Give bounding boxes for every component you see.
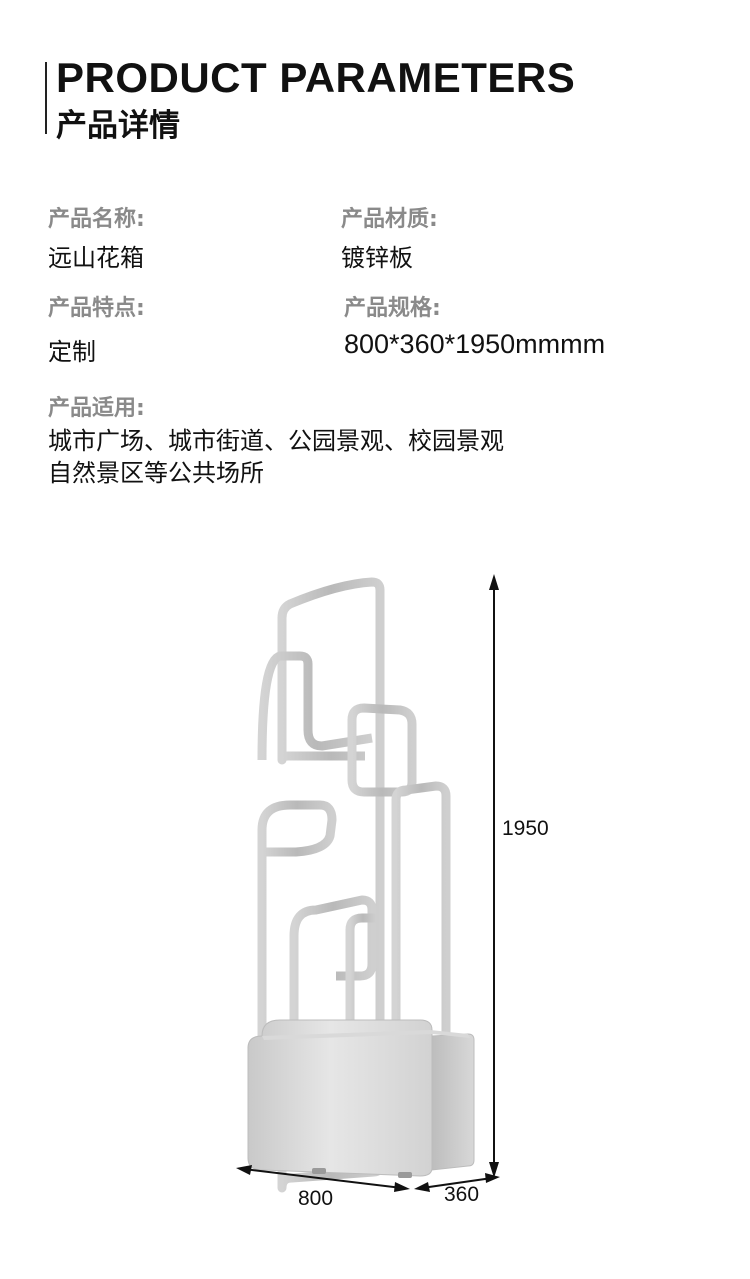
decorative-frame xyxy=(257,577,451,1193)
product-usage-value: 城市广场、城市街道、公园景观、校园景观 自然景区等公共场所 xyxy=(48,425,504,489)
product-spec-label: 产品规格: xyxy=(344,296,441,321)
height-dimension-arrow xyxy=(489,574,499,1178)
header-accent-bar xyxy=(45,62,47,134)
planter-box xyxy=(247,1019,475,1178)
width-dimension-label: 800 xyxy=(298,1187,333,1210)
height-dimension-label: 1950 xyxy=(502,817,549,840)
width-dimension-arrow xyxy=(236,1165,410,1192)
product-spec-value: 800*360*1950mmmm xyxy=(344,329,606,359)
page-title: PRODUCT PARAMETERS xyxy=(56,54,576,101)
depth-dimension-arrow xyxy=(414,1173,500,1192)
product-material-label: 产品材质: xyxy=(341,207,438,232)
page-subtitle: 产品详情 xyxy=(56,108,180,144)
product-feature-label: 产品特点: xyxy=(48,296,145,321)
product-name-label: 产品名称: xyxy=(48,207,145,232)
product-feature-value: 定制 xyxy=(48,338,96,366)
product-material-value: 镀锌板 xyxy=(341,244,413,272)
depth-dimension-label: 360 xyxy=(444,1183,479,1206)
product-name-value: 远山花箱 xyxy=(48,244,144,272)
usage-line-2: 自然景区等公共场所 xyxy=(48,459,264,487)
product-usage-label: 产品适用: xyxy=(48,396,145,421)
usage-line-1: 城市广场、城市街道、公园景观、校园景观 xyxy=(48,427,504,455)
product-illustration: 1950 800 360 xyxy=(236,574,549,1210)
